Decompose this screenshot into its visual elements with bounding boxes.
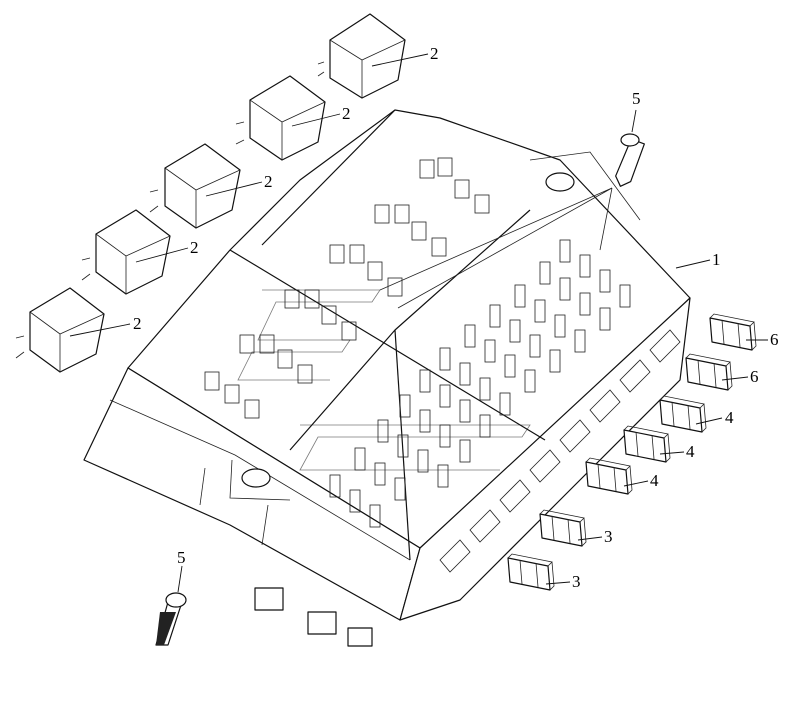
callout-4: 4 — [686, 442, 695, 461]
bolt-lower — [155, 565, 187, 646]
relay-5 — [15, 287, 131, 373]
callout-2: 2 — [342, 104, 351, 123]
callout-2: 2 — [264, 172, 273, 191]
callout-2: 2 — [190, 238, 199, 257]
fuse-4a — [659, 395, 723, 433]
callout-6: 6 — [770, 330, 779, 349]
callout-5: 5 — [632, 89, 641, 108]
callout-4: 4 — [650, 471, 659, 490]
callout-5: 5 — [177, 548, 186, 567]
callout-1: 1 — [712, 250, 721, 269]
bolt-upper — [379, 133, 645, 309]
fuse-4b — [623, 425, 685, 463]
callout-2: 2 — [133, 314, 142, 333]
fuse-6a — [709, 313, 768, 351]
relay-3 — [149, 143, 263, 229]
relay-2 — [235, 75, 341, 161]
callout-4: 4 — [725, 408, 734, 427]
fuse-relay-box — [83, 109, 711, 647]
callout-2: 2 — [430, 44, 439, 63]
callout-6: 6 — [750, 367, 759, 386]
fuse-3b — [507, 553, 571, 591]
fuse-3a — [539, 509, 603, 547]
relay-4 — [81, 209, 189, 295]
fuse-4c — [585, 457, 649, 495]
callout-3: 3 — [604, 527, 613, 546]
relay-1 — [317, 13, 429, 99]
fuse-6b — [685, 353, 749, 391]
callout-3: 3 — [572, 572, 581, 591]
